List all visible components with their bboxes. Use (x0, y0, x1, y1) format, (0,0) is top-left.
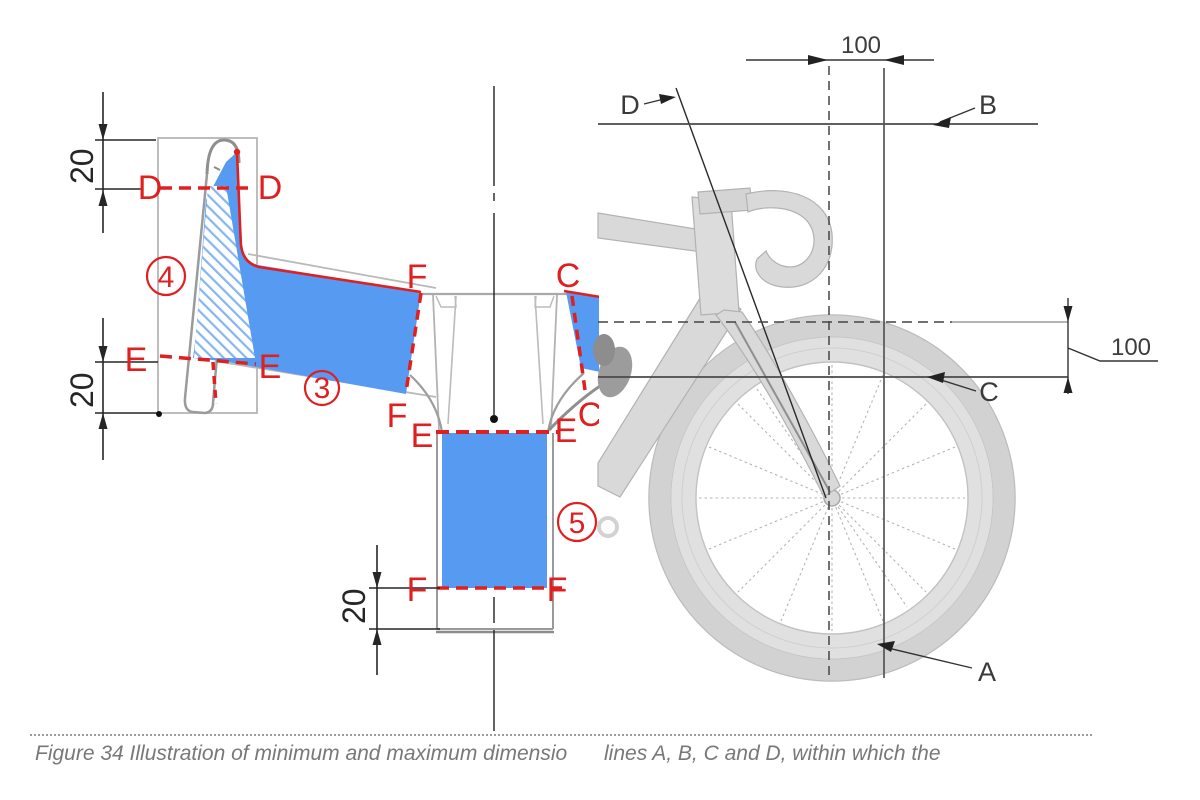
line-d-steering-axis (675, 87, 827, 499)
label-line-a: A (978, 657, 996, 687)
zone-5-circle (556, 501, 598, 543)
label-e-mid-left: E (411, 417, 434, 455)
cut-line-e-vertical (211, 361, 218, 405)
centerline-dot (490, 415, 498, 423)
red-contour-start-dot (233, 148, 241, 156)
label-line-d: D (620, 90, 640, 120)
top-tube-outline-upper (247, 253, 437, 289)
cross-section-diagram: 20 20 20 D D E E F C F E E C F (64, 86, 603, 731)
zone-3-number: 3 (314, 372, 331, 405)
label-e-left-outer: E (125, 341, 148, 379)
zone-4-circle (145, 255, 187, 297)
label-f-bottom-left: F (407, 571, 428, 609)
label-c-top: C (556, 257, 581, 295)
label-f-top: F (407, 258, 428, 296)
dim-100-side-label: 100 (1111, 334, 1151, 361)
zone-4-number: 4 (158, 261, 175, 294)
dim-20-head-bottom-label: 20 (64, 372, 100, 408)
hatch-band (194, 186, 255, 358)
faint-ring (597, 516, 619, 538)
seat-cluster-bump-right (534, 295, 555, 308)
caption-figure-34: Figure 34 Illustration of minimum and ma… (35, 742, 568, 765)
red-contour-right (563, 289, 599, 299)
top-tube (597, 212, 703, 253)
seat-cluster-fillet-left (409, 374, 444, 433)
dim-20-seat-tube-label: 20 (336, 588, 372, 624)
front-wheel (648, 314, 1016, 682)
dim-100-top (746, 55, 934, 65)
top-tube-right-zone-fill (566, 292, 599, 372)
zone-3-circle (303, 369, 341, 407)
seat-cluster-fillet-right (546, 372, 585, 433)
zone-5-number: 5 (569, 507, 586, 540)
label-e-left-inner: E (259, 348, 282, 386)
dim-20-seat-tube (369, 545, 440, 675)
label-f-mid: F (387, 397, 408, 435)
downtube-curve-right (547, 384, 599, 432)
seat-cluster-outer-right (550, 294, 558, 431)
component-blob (593, 334, 615, 366)
seat-cluster-bump-left (435, 295, 457, 308)
head-tube-lower-outline (183, 173, 219, 415)
front-view-diagram: 100 100 D B C A (593, 32, 1158, 687)
page-separator (30, 734, 1092, 736)
stem (697, 187, 754, 215)
dim-100-top-label: 100 (841, 32, 881, 59)
label-f-bottom-right: F (547, 571, 568, 609)
handlebar-drop (745, 190, 833, 288)
label-c-mid: C (578, 396, 603, 434)
dim-20-head-bottom (95, 318, 162, 460)
label-leaders (643, 94, 977, 669)
label-d-right: D (258, 169, 283, 207)
dim-20-head-top-label: 20 (64, 148, 100, 184)
seat-cluster-inner-right (534, 295, 544, 425)
label-line-c: C (979, 377, 999, 407)
seat-cluster-inner-left (447, 295, 457, 425)
head-tube-render (691, 196, 740, 316)
seat-tube-zone-fill (442, 433, 547, 588)
seat-cluster-outer-left (432, 294, 440, 431)
caption-fragment-right: lines A, B, C and D, within which the (601, 741, 941, 767)
label-d-left: D (138, 169, 163, 207)
cut-line-e-left (159, 354, 257, 366)
dim-20-head-top (95, 92, 156, 233)
dim-100-side (1063, 298, 1158, 394)
bike-frame (593, 187, 841, 538)
label-e-mid-right: E (555, 412, 578, 450)
label-line-b: B (979, 90, 997, 120)
